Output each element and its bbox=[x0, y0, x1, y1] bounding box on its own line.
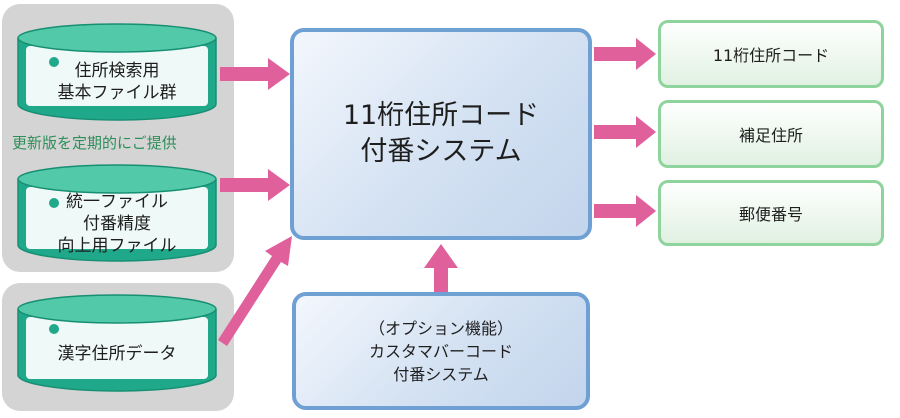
arrow-up-icon bbox=[424, 244, 458, 292]
option-label-line: 付番システム bbox=[393, 364, 489, 384]
customer-barcode-numbering-system: （オプション機能） カスタマバーコード 付番システム bbox=[292, 292, 590, 410]
option-label-line: カスタマバーコード bbox=[368, 341, 513, 361]
system-title-line: 11桁住所コード bbox=[342, 100, 540, 131]
arrow-right-icon bbox=[594, 195, 656, 227]
arrow-right-icon bbox=[594, 116, 656, 148]
database-label-line: 基本ファイル群 bbox=[57, 83, 177, 103]
database-label-line: 統一ファイル bbox=[66, 192, 168, 212]
update-caption: 更新版を定期的にご提供 bbox=[12, 134, 177, 152]
database-cylinder-icon bbox=[17, 294, 217, 392]
option-label-line: （オプション機能） bbox=[368, 318, 513, 338]
address-code-numbering-system: 11桁住所コード 付番システム bbox=[290, 28, 592, 240]
arrow-diagonal-icon bbox=[218, 236, 292, 346]
database-kanji-address-data: 漢字住所データ bbox=[16, 293, 218, 393]
database-label-line: 付番精度 bbox=[83, 214, 151, 234]
database-label-line: 住所検索用 bbox=[74, 61, 160, 81]
database-address-search-files: 住所検索用 基本ファイル群 bbox=[16, 22, 218, 122]
system-title-line: 付番システム bbox=[360, 136, 522, 167]
database-cylinder-icon bbox=[17, 164, 217, 262]
output-11digit-address-code: 11桁住所コード bbox=[658, 20, 884, 88]
arrow-right-icon bbox=[594, 38, 656, 70]
arrow-right-icon bbox=[220, 58, 290, 90]
arrow-right-icon bbox=[220, 169, 290, 201]
database-unified-files: 統一ファイル 付番精度 向上用ファイル bbox=[16, 163, 218, 263]
database-label-line: 漢字住所データ bbox=[57, 344, 177, 364]
database-cylinder-icon bbox=[17, 23, 217, 121]
output-postal-code: 郵便番号 bbox=[658, 180, 884, 246]
database-label-line: 向上用ファイル bbox=[57, 236, 177, 256]
output-supplementary-address: 補足住所 bbox=[658, 100, 884, 168]
